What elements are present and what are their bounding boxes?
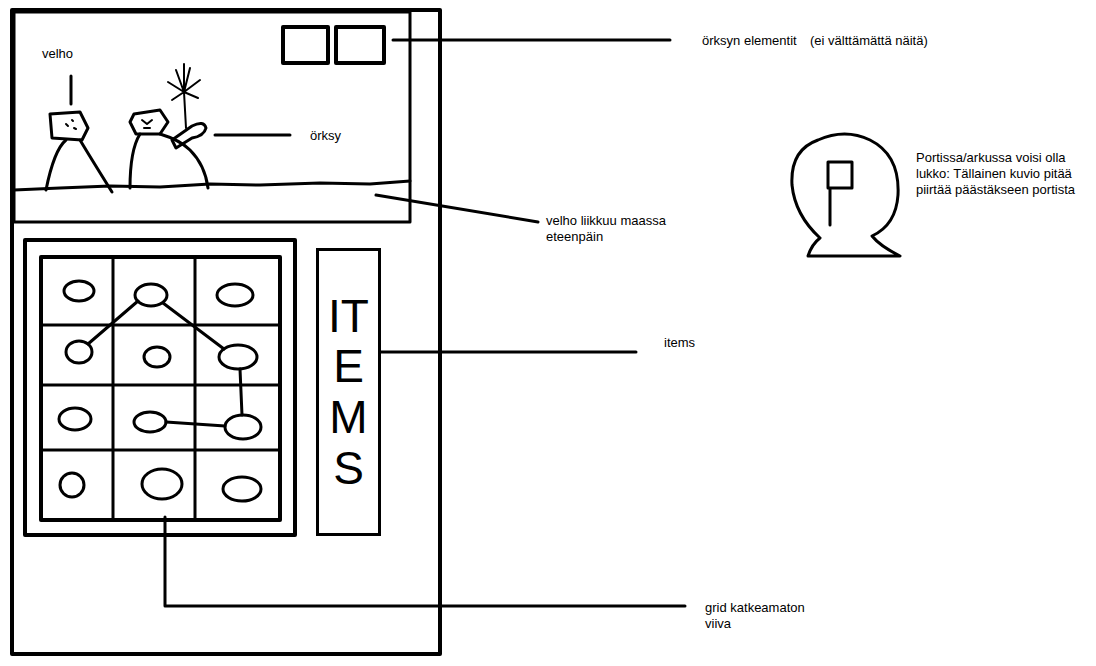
- wizard-body: [46, 140, 112, 192]
- lock-pattern: [828, 162, 852, 225]
- element-box: [283, 27, 328, 63]
- game-screen: [14, 12, 410, 222]
- leader-line: [70, 76, 73, 104]
- leader-line: [370, 351, 636, 354]
- annotation-label: velho: [42, 46, 102, 62]
- orc-head: [130, 110, 168, 134]
- grid-dots: [59, 281, 261, 501]
- annotation-label: items: [664, 335, 724, 351]
- ground-line: [14, 181, 410, 190]
- grid-lines: [41, 257, 280, 520]
- element-box: [336, 27, 384, 63]
- pattern-line: [88, 301, 242, 426]
- leader-line: [165, 517, 685, 606]
- annotation-label: örksy: [310, 128, 370, 144]
- wizard-face: [66, 120, 76, 129]
- orc-arm: [172, 123, 206, 148]
- leader-line: [393, 39, 670, 42]
- panel-title: ITEMS: [326, 291, 372, 493]
- annotation-label: Portissa/arkussa voisi olla lukko: Tälla…: [916, 150, 1076, 198]
- wizard-head: [50, 112, 88, 140]
- grid-inner: [41, 257, 280, 520]
- orc-body: [130, 134, 208, 188]
- leader-line: [376, 195, 538, 222]
- orc-club: [168, 64, 200, 128]
- annotation-label: grid katkeamaton viiva: [705, 600, 825, 632]
- items-panel: ITEMS: [316, 248, 381, 536]
- annotation-label: örksyn elementit: [702, 33, 812, 49]
- annotation-label: velho liikkuu maassa eteenpäin: [546, 213, 686, 245]
- annotation-label: (ei välttämättä näitä): [810, 33, 970, 49]
- orc-face: [142, 120, 152, 128]
- grid-frame: [25, 240, 295, 535]
- lock-symbol: [792, 134, 900, 256]
- phone-frame: [12, 10, 440, 654]
- leader-line: [215, 134, 290, 137]
